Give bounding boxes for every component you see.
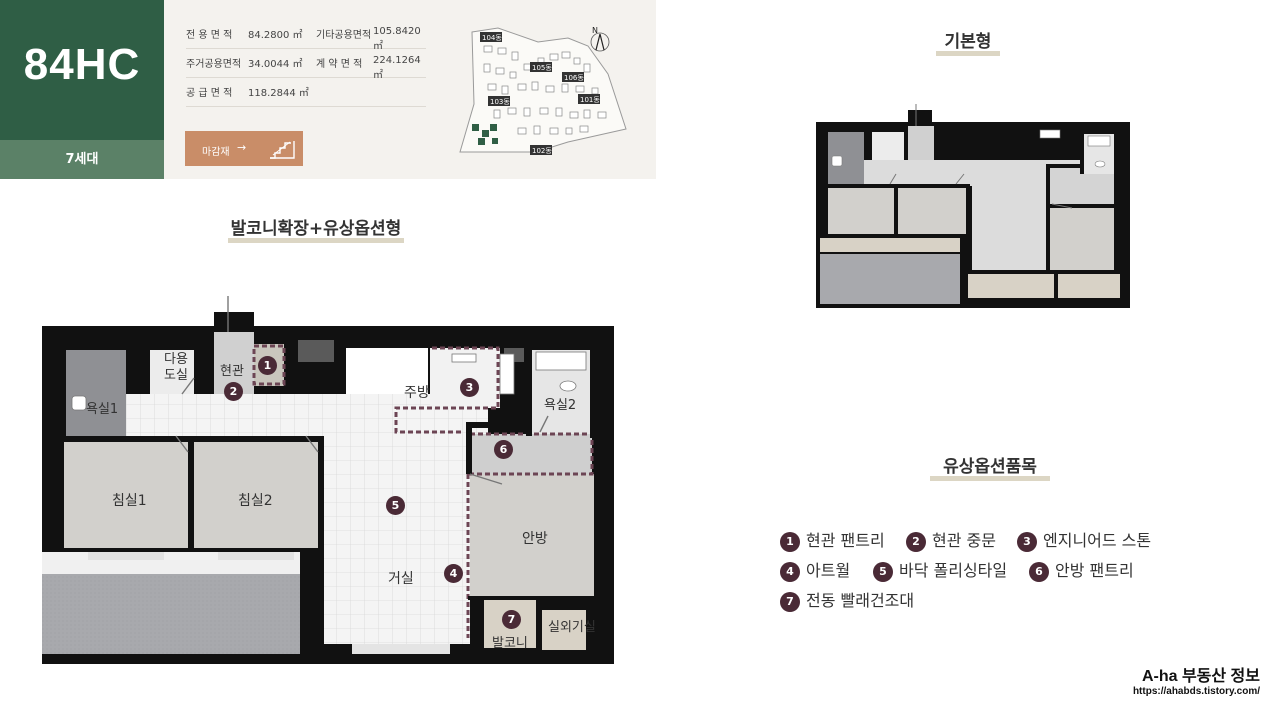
brand-name: A-ha 부동산 정보 [1141, 668, 1260, 685]
area-value: 84.2800 ㎡ [248, 30, 303, 41]
room-entrance: 현관 [220, 364, 244, 379]
option-item: 4 아트월 [780, 557, 850, 582]
finish-button-label: 마감재 [202, 147, 230, 158]
building-label: 105동 [532, 64, 552, 72]
households-count: 7세대 [0, 140, 164, 179]
option-number: 1 [780, 532, 800, 552]
area-label: 주거공용면적 [186, 59, 242, 70]
north-label: N [592, 26, 598, 35]
area-row: 공 급 면 적 118.2844 ㎡ [186, 78, 426, 107]
option-number: 3 [1017, 532, 1037, 552]
option-item: 2 현관 중문 [906, 527, 996, 552]
options-title: 유상옵션품목 [930, 452, 1050, 481]
option-label: 바닥 폴리싱타일 [899, 561, 1008, 580]
stairs-icon [270, 141, 295, 159]
area-table: 전 용 면 적 84.2800 ㎡ 기타공용면적 105.8420 ㎡ 주거공용… [186, 20, 426, 107]
basic-floor-plan [816, 104, 1130, 308]
option-number: 2 [906, 532, 926, 552]
brand-url: https://ahabds.tistory.com/ [1132, 686, 1260, 697]
building-label: 106동 [564, 74, 584, 82]
unit-type-block: 84HC [0, 0, 164, 140]
option-number: 4 [780, 562, 800, 582]
area-value: 34.0044 ㎡ [248, 59, 303, 70]
option-number: 6 [1029, 562, 1049, 582]
room-bath1: 욕실1 [86, 402, 119, 417]
option-marker-1: 1 [258, 356, 277, 375]
option-item: 1 현관 팬트리 [780, 527, 885, 552]
basic-plan-title: 기본형 [936, 27, 1000, 56]
room-outdoor-unit: 실외기실 [548, 620, 596, 635]
area-row: 전 용 면 적 84.2800 ㎡ 기타공용면적 105.8420 ㎡ [186, 20, 426, 52]
compass-icon: N [590, 26, 610, 52]
area-value: 118.2844 ㎡ [248, 88, 309, 99]
option-number: 5 [873, 562, 893, 582]
room-master-bedroom: 안방 [522, 531, 548, 547]
room-bedroom1: 침실1 [112, 493, 147, 509]
option-marker-4: 4 [444, 564, 463, 583]
option-item: 5 바닥 폴리싱타일 [873, 557, 1007, 582]
option-label: 안방 팬트리 [1055, 561, 1134, 580]
area-label: 기타공용면적 [316, 30, 372, 41]
room-kitchen: 주방 [404, 385, 430, 401]
area-value: 224.1264 ㎡ [373, 55, 421, 81]
option-plan-title: 발코니확장+유상옵션형 [228, 214, 404, 243]
area-value: 105.8420 ㎡ [373, 26, 421, 52]
room-balcony: 발코니 [492, 636, 528, 651]
brand-watermark: A-ha 부동산 정보 https://ahabds.tistory.com/ [1133, 662, 1260, 697]
option-label: 엔지니어드 스톤 [1043, 531, 1152, 550]
floor-plan-drawing [42, 296, 614, 664]
option-label: 현관 중문 [932, 531, 996, 550]
area-label: 공 급 면 적 [186, 88, 233, 99]
option-label: 현관 팬트리 [806, 531, 885, 550]
unit-type-code: 84HC [23, 40, 141, 89]
area-label: 전 용 면 적 [186, 30, 233, 41]
arrow-right-icon: → [237, 141, 247, 154]
basic-plan-drawing [816, 104, 1130, 308]
area-label: 계 약 면 적 [316, 59, 363, 70]
building-label: 101동 [580, 96, 600, 104]
option-marker-7: 7 [502, 610, 521, 629]
room-multi-purpose: 다용 도실 [164, 352, 188, 383]
room-bedroom2: 침실2 [238, 493, 273, 509]
building-label: 102동 [532, 147, 552, 155]
site-map: 104동 105동 106동 103동 101동 102동 N [459, 26, 627, 155]
option-marker-2: 2 [224, 382, 243, 401]
option-number: 7 [780, 592, 800, 612]
option-label: 전동 빨래건조대 [806, 591, 915, 610]
option-marker-6: 6 [494, 440, 513, 459]
option-label: 아트월 [806, 561, 851, 580]
option-floor-plan: 다용 도실 현관 주방 욕실1 욕실2 침실1 침실2 안방 거실 발코니 실외… [42, 292, 614, 664]
option-marker-5: 5 [386, 496, 405, 515]
option-item: 6 안방 팬트리 [1029, 557, 1134, 582]
option-item: 3 엔지니어드 스톤 [1017, 527, 1151, 552]
room-living: 거실 [388, 571, 414, 587]
option-item: 7 전동 빨래건조대 [780, 587, 914, 612]
building-label: 103동 [490, 98, 510, 106]
room-bath2: 욕실2 [544, 398, 577, 413]
area-row: 주거공용면적 34.0044 ㎡ 계 약 면 적 224.1264 ㎡ [186, 49, 426, 81]
option-marker-3: 3 [460, 378, 479, 397]
finish-materials-button[interactable]: 마감재 → [185, 131, 303, 166]
building-label: 104동 [482, 34, 502, 42]
